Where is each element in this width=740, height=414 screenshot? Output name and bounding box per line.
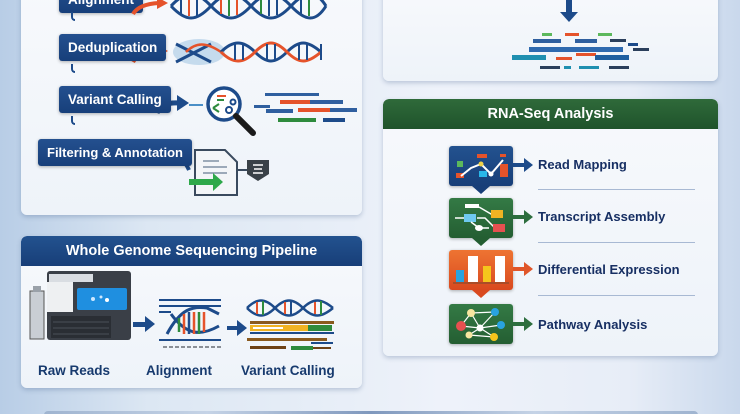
step-deduplication-button[interactable]: Deduplication bbox=[59, 34, 167, 61]
step-connector bbox=[71, 64, 75, 73]
green-arrow-icon bbox=[513, 210, 533, 224]
read-pileup-panel bbox=[383, 0, 718, 81]
orange-arrow-icon bbox=[131, 0, 168, 16]
alignment-icon bbox=[159, 299, 221, 348]
orange-arrow-icon bbox=[513, 262, 533, 276]
wgs-pipeline-panel: Whole Genome Sequencing Pipeline bbox=[21, 236, 362, 388]
variant-track-icon bbox=[254, 93, 357, 122]
divider bbox=[538, 242, 695, 243]
navy-arrow-icon bbox=[133, 316, 155, 332]
rna-step-pathway-analysis[interactable] bbox=[449, 304, 513, 344]
stage-variant-calling-label: Variant Calling bbox=[241, 363, 335, 378]
step-connector bbox=[71, 12, 75, 21]
divider bbox=[538, 189, 695, 190]
magnifier-variant-icon bbox=[206, 86, 256, 136]
bar-chart-icon bbox=[453, 256, 509, 284]
branch-graph-icon bbox=[455, 204, 505, 232]
bottom-panel-edge bbox=[44, 411, 698, 414]
read-pileup-icon bbox=[512, 0, 649, 69]
rna-seq-title: RNA-Seq Analysis bbox=[383, 99, 718, 129]
step-filtering-annotation-button[interactable]: Filtering & Annotation bbox=[38, 139, 192, 166]
sequencer-machine-icon bbox=[29, 271, 131, 340]
dna-dedup-icon bbox=[173, 39, 322, 65]
rna-step-transcript-assembly-label: Transcript Assembly bbox=[538, 209, 666, 224]
dna-helix-icon bbox=[169, 0, 328, 20]
variant-calling-icon bbox=[246, 299, 334, 350]
wgs-pipeline-title: Whole Genome Sequencing Pipeline bbox=[21, 236, 362, 266]
rna-step-transcript-assembly[interactable] bbox=[449, 198, 513, 246]
rna-step-differential-expression-label: Differential Expression bbox=[538, 262, 680, 277]
rna-step-read-mapping-label: Read Mapping bbox=[538, 157, 627, 172]
exome-graphics bbox=[131, 0, 357, 196]
green-arrow-icon bbox=[513, 317, 533, 331]
divider bbox=[538, 295, 695, 296]
line-chart-icon bbox=[456, 154, 508, 178]
navy-arrow-icon bbox=[227, 320, 247, 336]
navy-arrow-icon bbox=[513, 158, 533, 172]
exome-pipeline-panel: Alignment bbox=[21, 0, 362, 215]
rna-step-read-mapping[interactable] bbox=[449, 146, 513, 194]
document-annotation-icon bbox=[189, 149, 269, 196]
step-alignment-button[interactable]: Alignment bbox=[59, 0, 143, 13]
rna-seq-panel: RNA-Seq Analysis Read Mapping bbox=[383, 99, 718, 356]
wgs-graphics bbox=[29, 271, 334, 350]
step-connector bbox=[71, 116, 75, 125]
stage-alignment-label: Alignment bbox=[146, 363, 212, 378]
rna-step-pathway-analysis-label: Pathway Analysis bbox=[538, 317, 648, 332]
rna-step-differential-expression[interactable] bbox=[449, 250, 513, 298]
stage-raw-reads-label: Raw Reads bbox=[38, 363, 111, 378]
step-variant-calling-button[interactable]: Variant Calling bbox=[59, 86, 171, 113]
network-icon bbox=[456, 308, 505, 341]
